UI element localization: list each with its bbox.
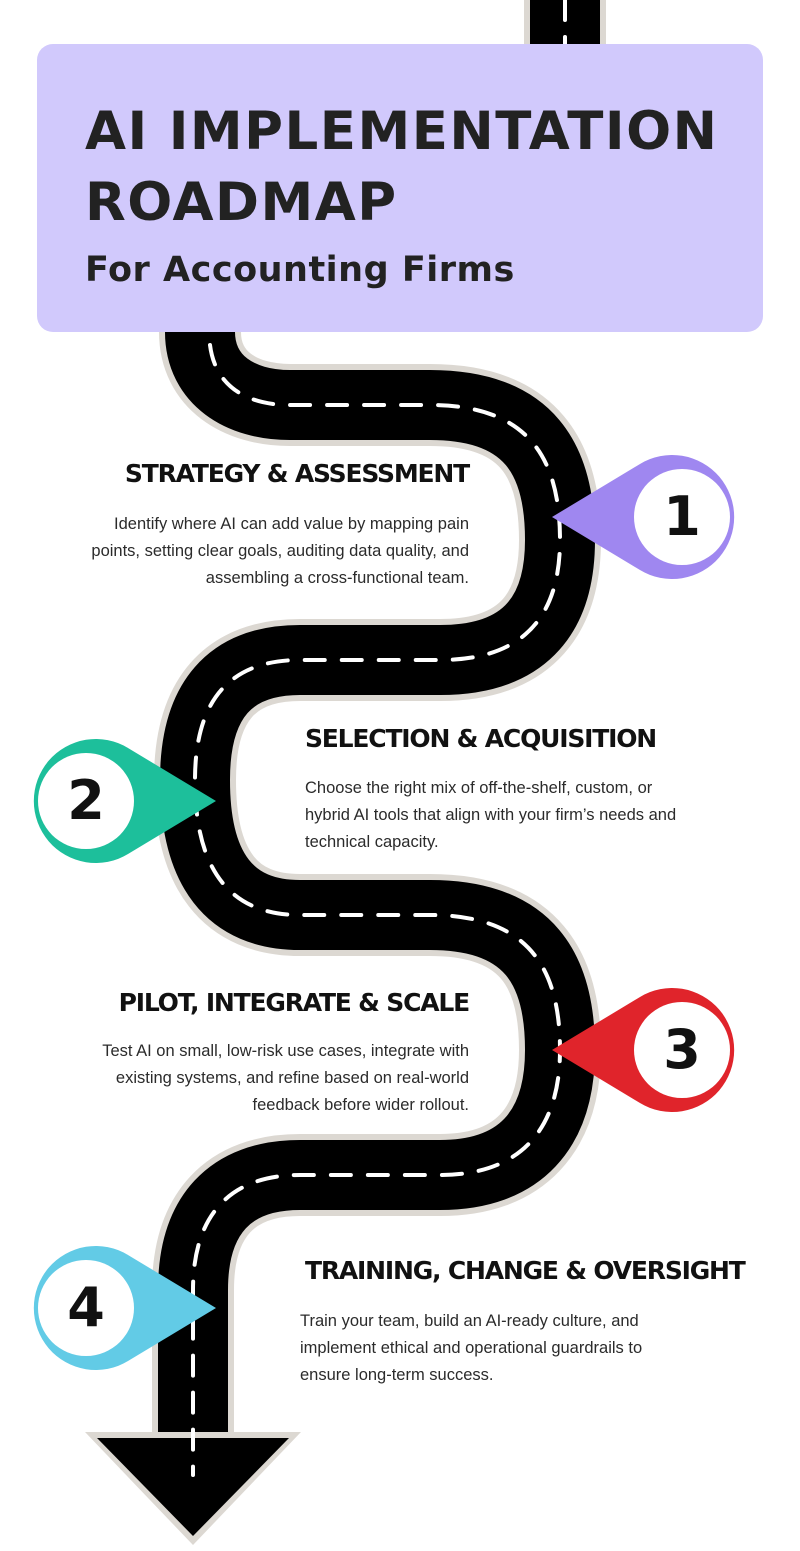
page-subtitle: For Accounting Firms [85,250,515,290]
step-1-title: STRATEGY & ASSESSMENT [124,459,470,488]
step-2-desc-line: technical capacity. [305,833,439,851]
title-line-1: AI IMPLEMENTATION [85,101,719,162]
header-card: AI IMPLEMENTATION ROADMAP For Accounting… [37,44,763,332]
step-3-desc-line: Test AI on small, low-risk use cases, in… [102,1042,469,1060]
step-1-description: Identify where AI can add value by mappi… [49,511,469,592]
map-pin-icon [552,454,735,579]
step-3-number: 3 [663,1018,701,1081]
step-4-description: Train your team, build an AI-ready cultu… [300,1308,740,1389]
step-3-description: Test AI on small, low-risk use cases, in… [49,1038,469,1119]
step-4-desc-line: Train your team, build an AI-ready cultu… [300,1312,639,1330]
map-pin-icon [33,1246,216,1370]
step-4-title: TRAINING, CHANGE & OVERSIGHT [305,1256,746,1285]
step-2-title: SELECTION & ACQUISITION [305,724,657,753]
step-4-desc-line: ensure long-term success. [300,1366,494,1384]
page-title: AI IMPLEMENTATION ROADMAP [85,96,719,238]
step-3-desc-line: existing systems, and refine based on re… [115,1069,469,1087]
step-4-number: 4 [67,1276,105,1339]
step-1-desc-line: Identify where AI can add value by mappi… [114,515,469,533]
step-4-desc-line: implement ethical and operational guardr… [300,1339,643,1357]
step-3-title: PILOT, INTEGRATE & SCALE [118,988,471,1017]
step-2-number: 2 [67,769,105,832]
step-1-desc-line: assembling a cross-functional team. [205,569,469,587]
step-2-desc-line: Choose the right mix of off-the-shelf, c… [305,779,653,797]
step-1-desc-line: points, setting clear goals, auditing da… [91,542,469,560]
step-2-desc-line: hybrid AI tools that align with your fir… [305,806,677,824]
step-1-number: 1 [663,485,701,548]
step-3-desc-line: feedback before wider rollout. [252,1096,469,1114]
map-pin-icon [33,739,216,863]
step-2-description: Choose the right mix of off-the-shelf, c… [305,775,735,856]
title-line-2: ROADMAP [85,172,398,233]
map-pin-icon [552,987,735,1112]
